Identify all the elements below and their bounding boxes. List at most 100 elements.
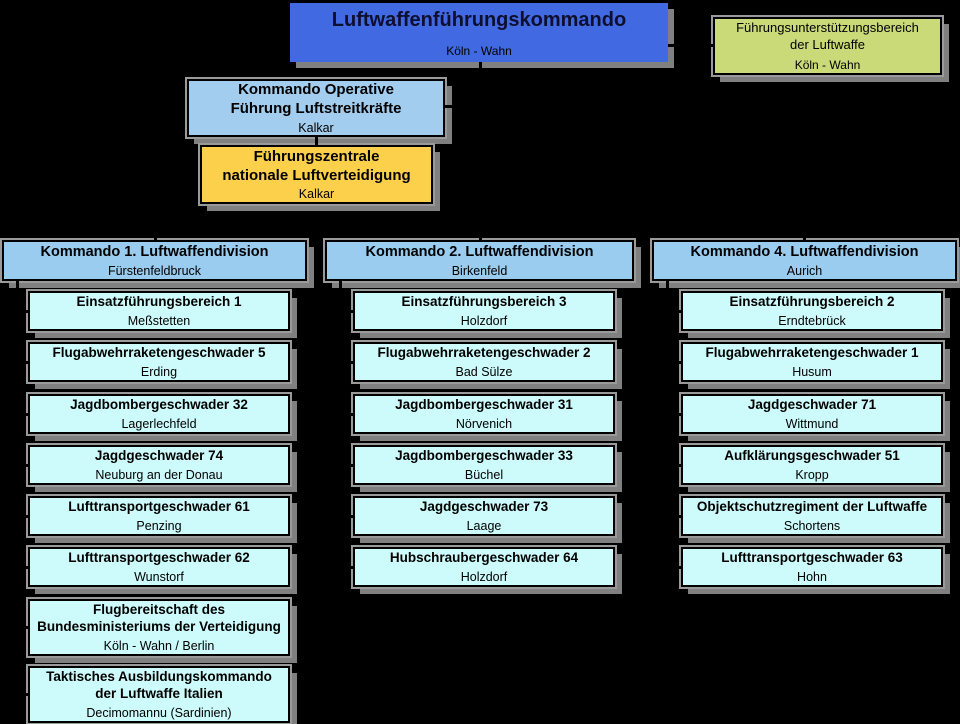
unit-box: Objektschutzregiment der Luftwaffe Schor… (679, 494, 945, 538)
unit-title: Jagdbombergeschwader 31 (395, 397, 573, 413)
stub-c2-r6 (339, 566, 355, 569)
stub-c1-r3 (16, 413, 30, 416)
stub-c2-r3 (339, 413, 355, 416)
unit-box: Hubschraubergeschwader 64 Holzdorf (351, 545, 617, 589)
unit-title: Hubschraubergeschwader 64 (389, 550, 579, 566)
unit-location: Schortens (783, 518, 841, 533)
unit-title: Flugabwehrraketengeschwader 2 (377, 345, 591, 361)
unit-box: Aufklärungsgeschwader 51 Kropp (679, 443, 945, 487)
stub-c3-r1 (666, 310, 683, 313)
division-location: Fürstenfeldbruck (107, 263, 202, 278)
unit-title: Einsatzführungsbereich 1 (76, 294, 242, 310)
unit-box: Lufttransportgeschwader 63 Hohn (679, 545, 945, 589)
unit-box: Jagdbombergeschwader 31 Nörvenich (351, 392, 617, 436)
unit-title: Taktisches Ausbildungskommando der Luftw… (46, 669, 272, 701)
stub-c2-r5 (339, 515, 355, 518)
unit-location: Wunstorf (134, 569, 184, 584)
root-title: Luftwaffenführungskommando (331, 8, 627, 31)
stub-c1-r7 (16, 626, 30, 629)
support-location: Köln - Wahn (794, 57, 861, 72)
zentrale-location: Kalkar (298, 187, 335, 202)
division-location: Birkenfeld (451, 263, 508, 278)
unit-title: Lufttransportgeschwader 61 (68, 499, 250, 515)
unit-title: Jagdbombergeschwader 32 (70, 397, 248, 413)
support-title: Führungsunterstützungsbereich der Luftwa… (736, 20, 919, 52)
division-title: Kommando 1. Luftwaffendivision (40, 244, 269, 261)
unit-location: Büchel (464, 467, 504, 482)
unit-box: Lufttransportgeschwader 61 Penzing (26, 494, 292, 538)
org-box-division-3: Kommando 4. Luftwaffendivision Aurich (650, 238, 959, 283)
org-box-root: Luftwaffenführungskommando Köln - Wahn (290, 3, 668, 62)
org-box-division-2: Kommando 2. Luftwaffendivision Birkenfel… (323, 238, 636, 283)
division-location: Aurich (786, 263, 823, 278)
unit-title: Jagdgeschwader 71 (747, 397, 877, 413)
unit-location: Hohn (797, 569, 827, 584)
stub-c1-r8 (16, 693, 30, 696)
zentrale-title: Führungszentrale nationale Luftverteidig… (222, 147, 411, 184)
unit-box: Taktisches Ausbildungskommando der Luftw… (26, 664, 292, 724)
unit-title: Lufttransportgeschwader 62 (68, 550, 250, 566)
unit-location: Erding (140, 364, 178, 379)
stub-c1-r2 (16, 361, 30, 364)
connector-root-support (668, 44, 714, 47)
trunk-column-1 (16, 281, 19, 696)
unit-location: Neuburg an der Donau (95, 467, 223, 482)
connector-root-trunk (479, 62, 482, 229)
unit-location: Wittmund (785, 416, 839, 431)
unit-box: Jagdgeschwader 74 Neuburg an der Donau (26, 443, 292, 487)
unit-box: Einsatzführungsbereich 1 Meßstetten (26, 289, 292, 333)
unit-box: Flugbereitschaft des Bundesministeriums … (26, 597, 292, 658)
stub-c1-r5 (16, 515, 30, 518)
unit-title: Flugbereitschaft des Bundesministeriums … (37, 602, 281, 634)
unit-title: Flugabwehrraketengeschwader 5 (52, 345, 266, 361)
stub-c1-r4 (16, 464, 30, 467)
unit-location: Husum (792, 364, 832, 379)
stub-c3-r4 (666, 464, 683, 467)
org-box-support: Führungsunterstützungsbereich der Luftwa… (711, 15, 944, 77)
connector-drop-division-1 (154, 226, 157, 242)
unit-box: Flugabwehrraketengeschwader 5 Erding (26, 340, 292, 384)
unit-box: Jagdbombergeschwader 33 Büchel (351, 443, 617, 487)
unit-title: Einsatzführungsbereich 3 (401, 294, 567, 310)
unit-location: Holzdorf (460, 569, 508, 584)
operative-title: Kommando Operative Führung Luftstreitkrä… (230, 81, 402, 117)
unit-location: Erndtebrück (778, 313, 846, 328)
stub-c1-r1 (16, 310, 30, 313)
unit-box: Einsatzführungsbereich 2 Erndtebrück (679, 289, 945, 333)
division-title: Kommando 2. Luftwaffendivision (365, 244, 594, 261)
org-box-division-1: Kommando 1. Luftwaffendivision Fürstenfe… (0, 238, 309, 283)
unit-title: Jagdgeschwader 73 (419, 499, 549, 515)
operative-location: Kalkar (298, 120, 334, 135)
unit-location: Holzdorf (460, 313, 508, 328)
unit-location: Köln - Wahn / Berlin (103, 638, 215, 653)
stub-c2-r4 (339, 464, 355, 467)
stub-c1-r6 (16, 566, 30, 569)
stub-c2-r2 (339, 361, 355, 364)
unit-title: Einsatzführungsbereich 2 (729, 294, 895, 310)
unit-box: Flugabwehrraketengeschwader 2 Bad Sülze (351, 340, 617, 384)
root-location: Köln - Wahn (446, 43, 512, 58)
unit-title: Objektschutzregiment der Luftwaffe (696, 499, 928, 515)
unit-title: Jagdbombergeschwader 33 (395, 448, 573, 464)
connector-drop-division-3 (803, 226, 806, 242)
unit-title: Jagdgeschwader 74 (94, 448, 224, 464)
unit-title: Lufttransportgeschwader 63 (721, 550, 903, 566)
org-box-operative: Kommando Operative Führung Luftstreitkrä… (185, 77, 447, 139)
connector-drop-division-2 (479, 226, 482, 242)
stub-c3-r2 (666, 361, 683, 364)
unit-box: Einsatzführungsbereich 3 Holzdorf (351, 289, 617, 333)
unit-location: Lagerlechfeld (121, 416, 197, 431)
stub-c3-r6 (666, 566, 683, 569)
unit-location: Kropp (795, 467, 829, 482)
stub-c3-r5 (666, 515, 683, 518)
unit-box: Lufttransportgeschwader 62 Wunstorf (26, 545, 292, 589)
unit-title: Flugabwehrraketengeschwader 1 (705, 345, 919, 361)
stub-c3-r3 (666, 413, 683, 416)
trunk-column-3 (666, 281, 669, 569)
unit-location: Bad Sülze (455, 364, 513, 379)
unit-box: Jagdbombergeschwader 32 Lagerlechfeld (26, 392, 292, 436)
unit-title: Aufklärungsgeschwader 51 (724, 448, 900, 464)
unit-location: Laage (466, 518, 502, 533)
unit-location: Penzing (136, 518, 182, 533)
